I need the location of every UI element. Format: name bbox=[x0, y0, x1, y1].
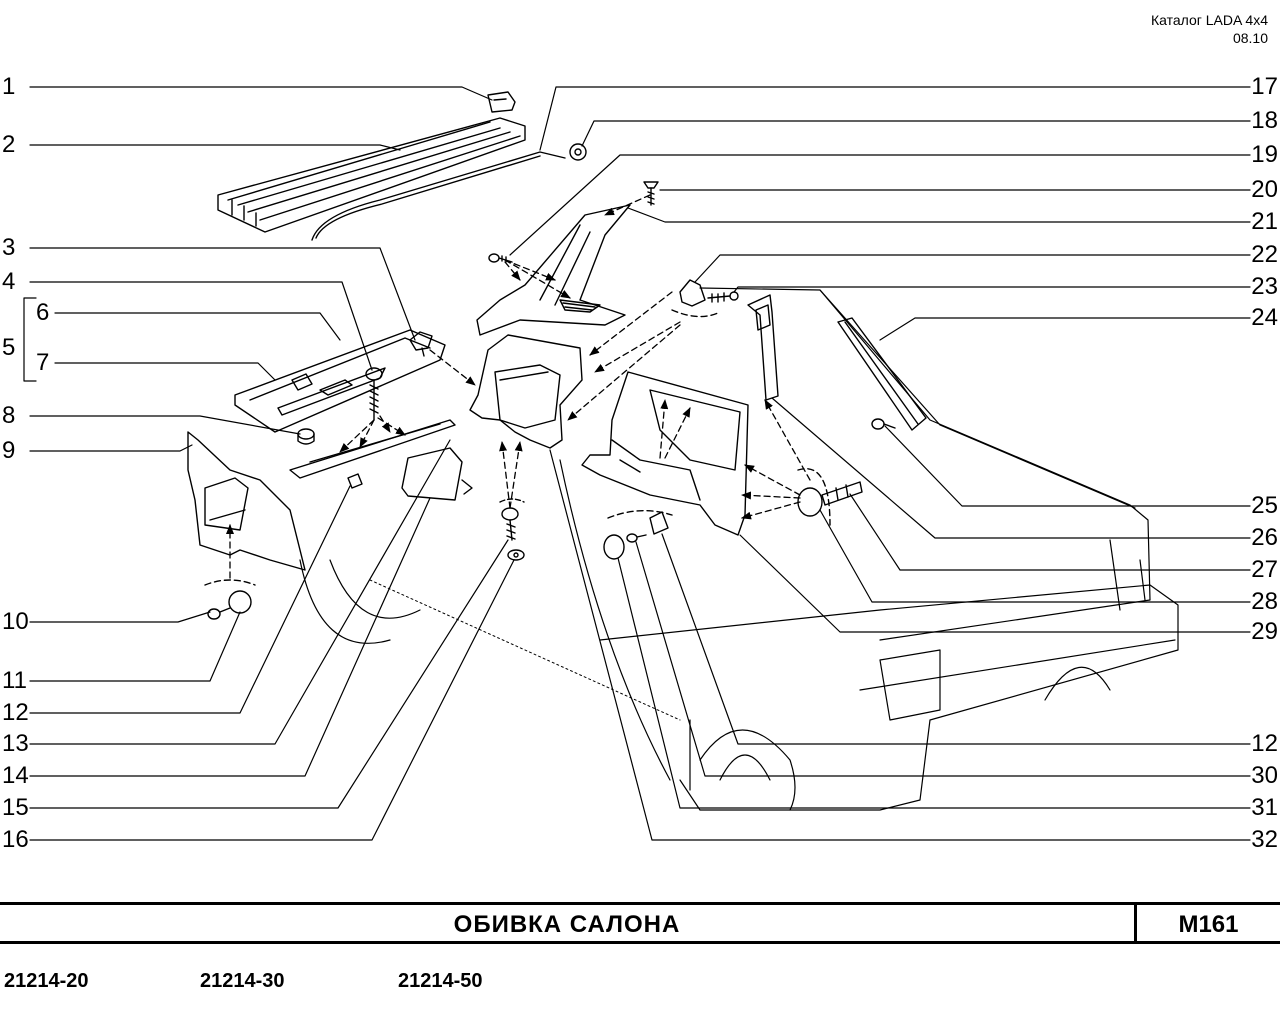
part-strip bbox=[289, 419, 456, 479]
callout-27: 27 bbox=[1251, 556, 1278, 583]
callout-17: 17 bbox=[1251, 73, 1278, 100]
callout-1: 1 bbox=[2, 73, 16, 100]
part-quarter-trim-32 bbox=[469, 334, 583, 449]
callout-13: 13 bbox=[2, 730, 29, 757]
part-clip-1 bbox=[487, 91, 516, 113]
callout-14: 14 bbox=[2, 762, 29, 789]
callout-12-right: 12 bbox=[1251, 730, 1278, 757]
callout-20: 20 bbox=[1251, 176, 1278, 203]
part-screw-20 bbox=[643, 181, 659, 206]
title-bar: ОБИВКА САЛОНА М161 bbox=[0, 902, 1280, 944]
part-screw-23 bbox=[707, 291, 739, 303]
part-washer-16 bbox=[507, 549, 525, 561]
part-screw-30 bbox=[626, 533, 647, 543]
callout-26: 26 bbox=[1251, 524, 1278, 551]
callout-18: 18 bbox=[1251, 107, 1278, 134]
part-screw-15 bbox=[501, 507, 519, 541]
leader-lines bbox=[29, 86, 1251, 841]
title-divider bbox=[1134, 905, 1137, 941]
part-screw-27 bbox=[821, 481, 863, 506]
part-cover-14 bbox=[401, 447, 473, 501]
callout-22: 22 bbox=[1251, 241, 1278, 268]
callout-15: 15 bbox=[2, 794, 29, 821]
part-rail-trim-24 bbox=[837, 317, 927, 431]
callout-11: 11 bbox=[2, 667, 27, 694]
model-code: 21214-50 bbox=[398, 970, 483, 992]
callout-7: 7 bbox=[36, 349, 50, 376]
callout-8: 8 bbox=[2, 402, 16, 429]
part-pillar-strip-26 bbox=[747, 294, 779, 401]
callout-29: 29 bbox=[1251, 618, 1278, 645]
part-roof-bows-2 bbox=[217, 117, 526, 233]
catalog-date: 08.10 bbox=[1232, 30, 1268, 46]
section-title: ОБИВКА САЛОНА bbox=[453, 911, 681, 938]
part-clip-29 bbox=[649, 511, 669, 535]
callout-28: 28 bbox=[1251, 588, 1278, 615]
part-bolt-4 bbox=[365, 367, 383, 421]
callout-24: 24 bbox=[1251, 304, 1278, 331]
section-code: М161 bbox=[1178, 911, 1239, 938]
callout-12: 12 bbox=[2, 699, 29, 726]
part-nut-8 bbox=[297, 428, 315, 445]
part-grommet-18 bbox=[569, 143, 587, 161]
callout-30: 30 bbox=[1251, 762, 1278, 789]
callout-2: 2 bbox=[2, 131, 16, 158]
callout-21: 21 bbox=[1251, 208, 1278, 235]
model-code: 21214-30 bbox=[200, 970, 285, 992]
car-body-outline bbox=[299, 287, 1179, 811]
part-screw-10 bbox=[207, 607, 231, 620]
callout-19: 19 bbox=[1251, 141, 1278, 168]
callout-25: 25 bbox=[1251, 492, 1278, 519]
part-rear-trim-right bbox=[581, 371, 749, 536]
part-cap-11 bbox=[228, 590, 252, 614]
part-arch-trim-9 bbox=[187, 431, 306, 571]
callout-10: 10 bbox=[2, 608, 29, 635]
part-clip-12 bbox=[347, 473, 363, 489]
callout-5: 5 bbox=[2, 334, 16, 361]
callout-9: 9 bbox=[2, 437, 16, 464]
part-screw-25 bbox=[871, 418, 896, 430]
part-pillar-trim-21 bbox=[476, 204, 631, 336]
group-bracket-5 bbox=[23, 297, 37, 382]
callout-31: 31 bbox=[1251, 794, 1278, 821]
part-bracket-22 bbox=[679, 279, 706, 307]
callout-23: 23 bbox=[1251, 273, 1278, 300]
assembly-arrows bbox=[226, 194, 811, 579]
part-rod-17 bbox=[311, 151, 566, 241]
callout-32: 32 bbox=[1251, 826, 1278, 853]
part-cap-28 bbox=[797, 487, 823, 517]
model-code: 21214-20 bbox=[4, 970, 89, 992]
part-cap-31 bbox=[603, 534, 625, 560]
callout-6: 6 bbox=[36, 299, 50, 326]
part-plug-6 bbox=[291, 373, 313, 391]
callout-3: 3 bbox=[2, 234, 16, 261]
callout-4: 4 bbox=[2, 268, 16, 295]
exploded-parts-diagram bbox=[23, 86, 1251, 841]
catalog-label: Каталог LADA 4x4 bbox=[1150, 12, 1268, 28]
callout-16: 16 bbox=[2, 826, 29, 853]
